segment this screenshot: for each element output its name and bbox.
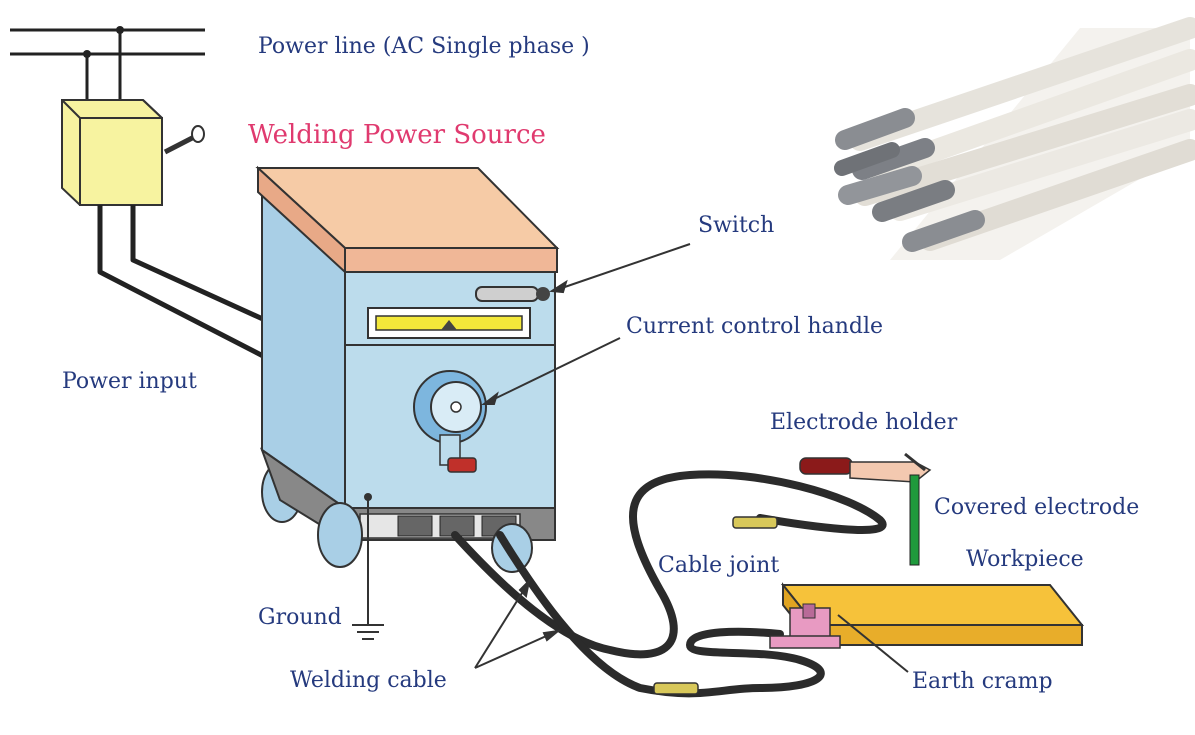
label-earth-cramp: Earth cramp — [912, 669, 1053, 694]
ground-symbol — [352, 497, 384, 640]
leader-lines — [474, 243, 909, 673]
cable-joint-upper — [732, 516, 778, 529]
welding-machine — [255, 165, 560, 573]
power-input-cable — [97, 205, 267, 360]
label-ground: Ground — [258, 605, 342, 630]
label-welding-cable: Welding cable — [290, 668, 447, 693]
power-line-wires — [10, 28, 205, 100]
breaker-box — [61, 99, 205, 206]
label-current-control-handle: Current control handle — [626, 314, 883, 339]
label-workpiece: Workpiece — [966, 547, 1084, 572]
covered-electrode — [909, 474, 920, 566]
cable-joint-lower — [653, 682, 699, 695]
label-electrode-holder: Electrode holder — [770, 410, 958, 435]
welding-cable — [451, 470, 887, 698]
label-power-input: Power input — [62, 369, 197, 394]
label-welding-power-source: Welding Power Source — [248, 120, 546, 150]
label-cable-joint: Cable joint — [658, 553, 779, 578]
electrodes-photo — [828, 17, 1195, 260]
label-switch: Switch — [698, 213, 774, 238]
earth-clamp — [769, 603, 841, 649]
label-covered-electrode: Covered electrode — [934, 495, 1139, 520]
label-power-line: Power line (AC Single phase ) — [258, 34, 590, 59]
